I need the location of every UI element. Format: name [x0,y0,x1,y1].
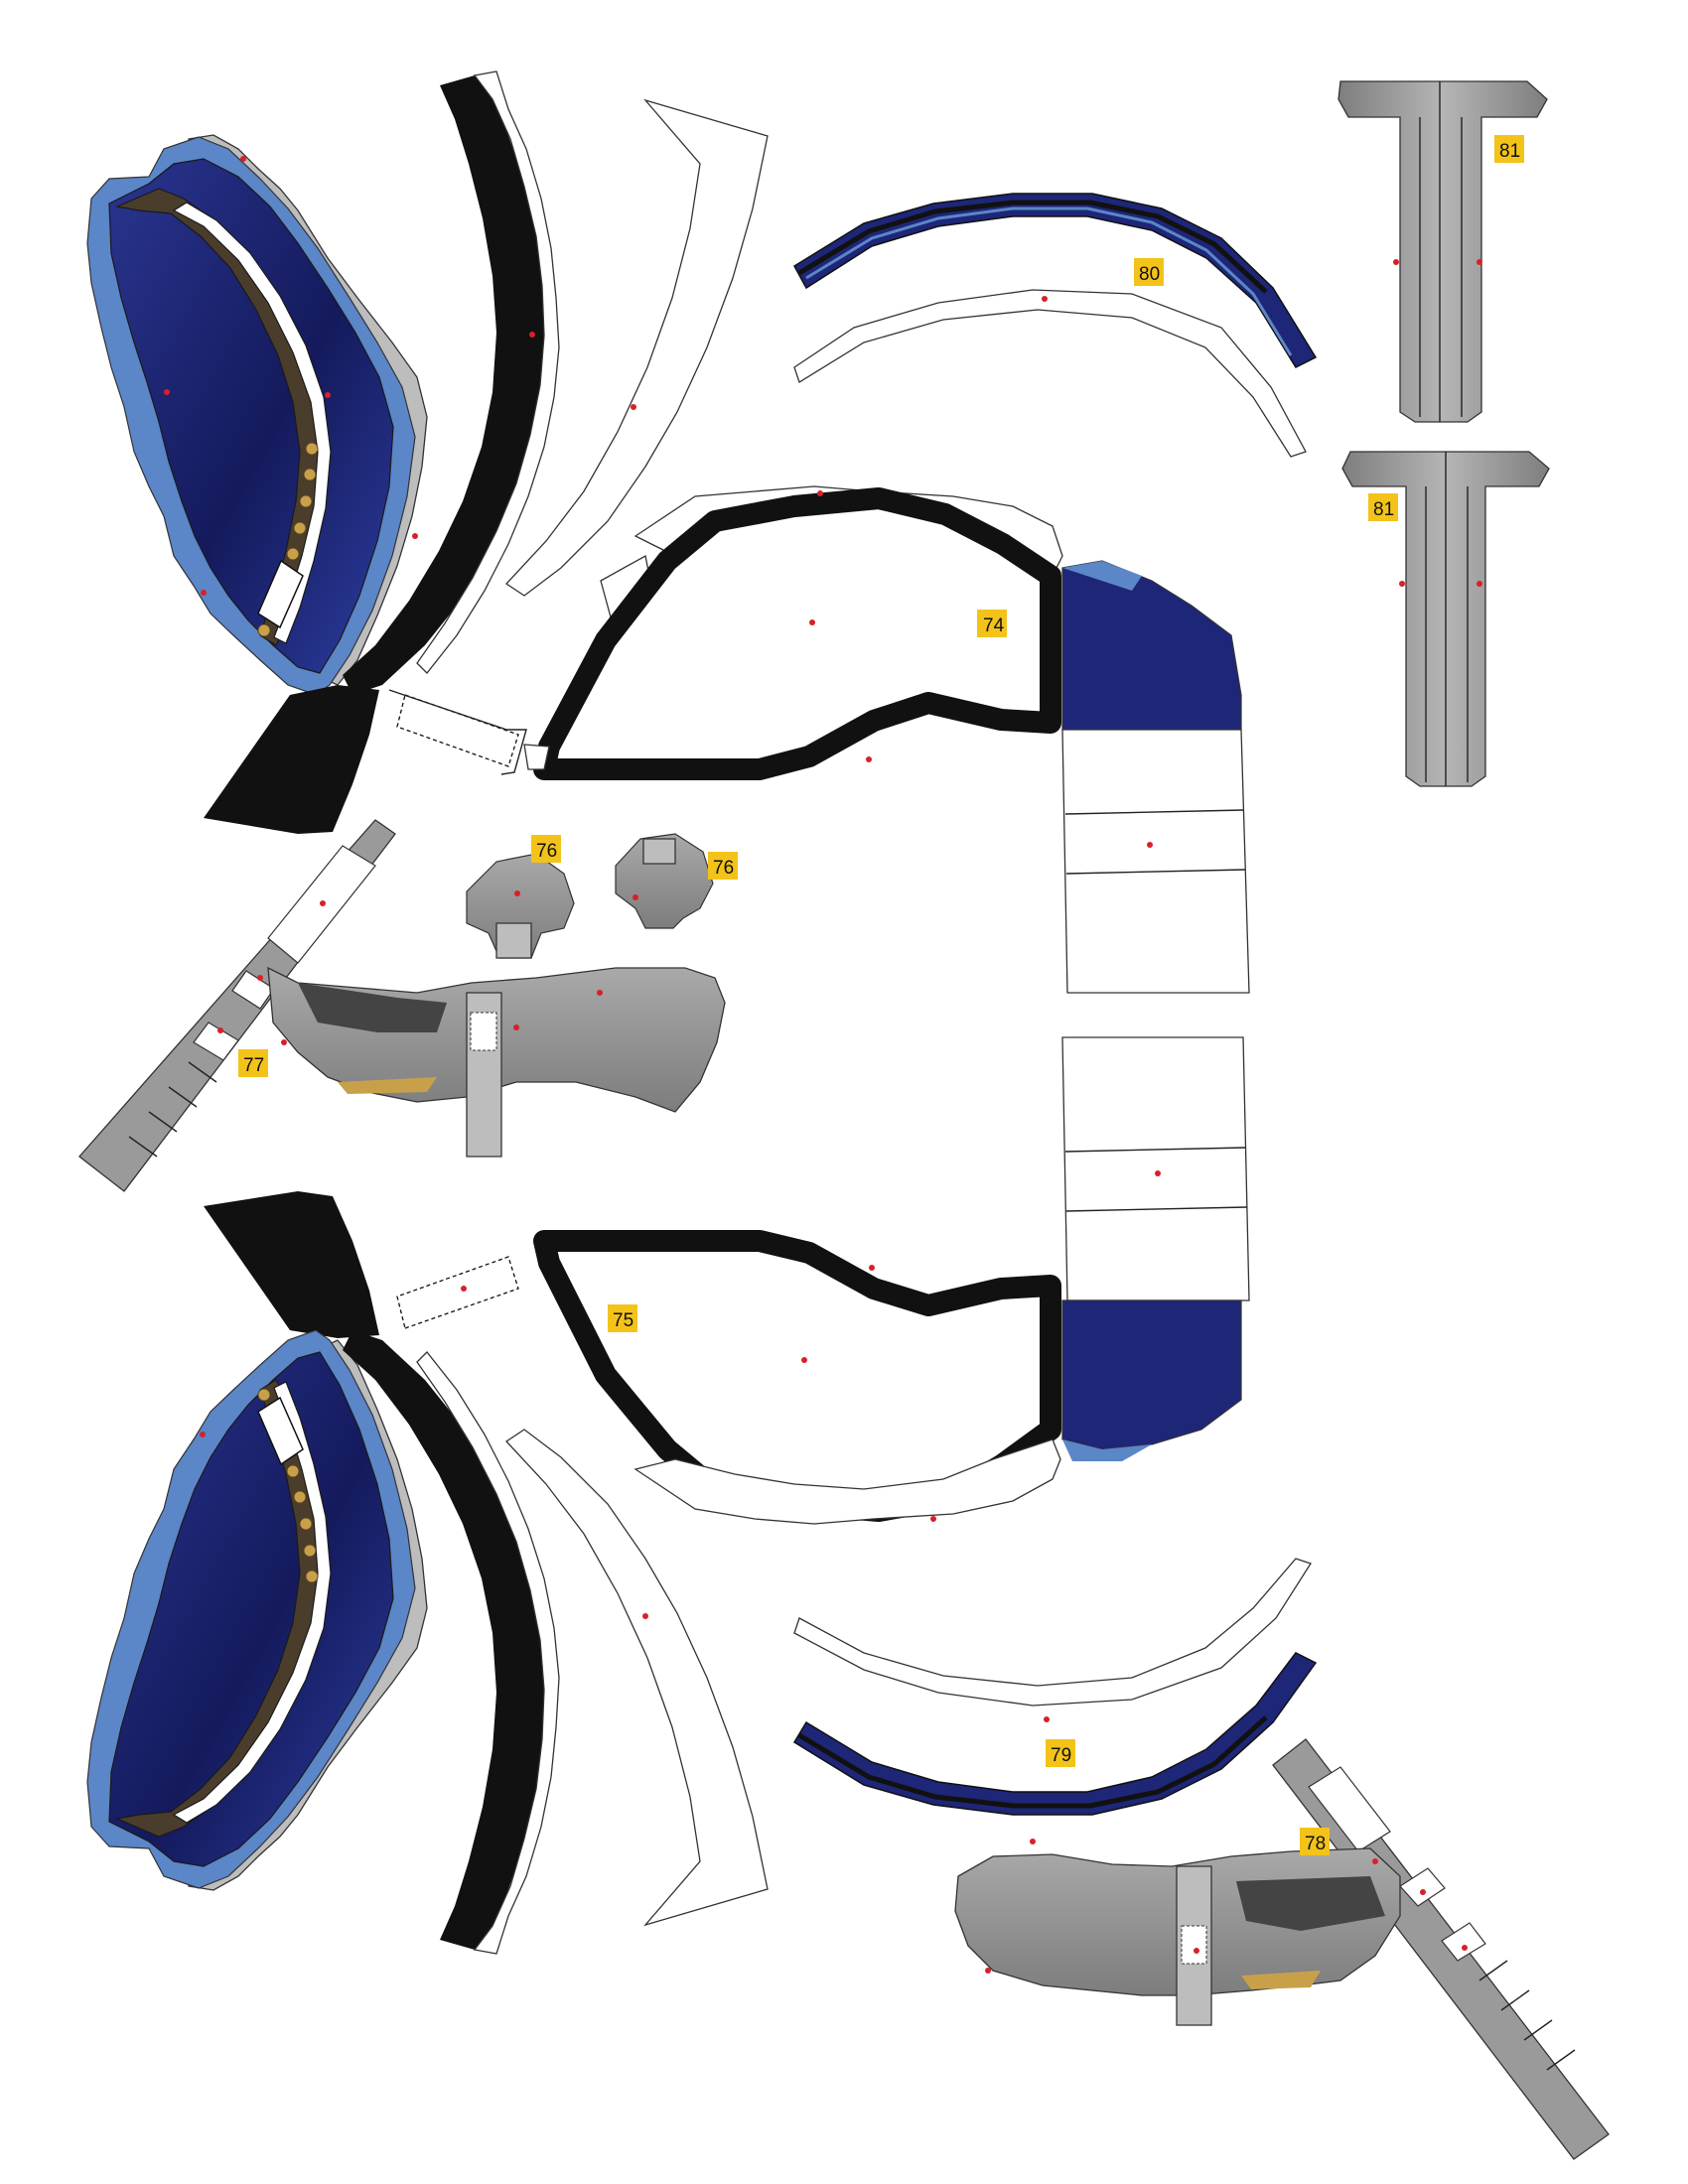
part-curved-strip-black-bottom [343,1330,560,1955]
part-81-bottom: 81 [1341,451,1550,787]
part-77: 77 [78,819,726,1192]
part-shell-bottom-left [86,1329,428,1891]
part-75: 75 [533,1036,1250,1525]
part-label-79: 79 [1051,1745,1071,1766]
part-shell-top-left [86,134,527,834]
part-80: 80 [793,193,1318,458]
part-78: 78 [954,1738,1610,2160]
part-81-top: 81 [1337,80,1548,423]
part-curved-strip-white-bottom [505,1429,769,1927]
part-76-left: 76 [466,835,575,959]
part-76-right: 76 [615,833,738,929]
rivet-row [257,442,319,637]
part-label-81b: 81 [1373,499,1394,520]
part-neck-bottom [204,1191,519,1338]
part-label-81a: 81 [1499,141,1520,162]
part-curved-strip-black-top [343,70,560,695]
part-label-75: 75 [613,1310,633,1331]
part-label-74: 74 [983,615,1005,636]
part-label-78: 78 [1305,1834,1326,1854]
part-label-80: 80 [1139,264,1160,285]
part-label-76a: 76 [536,841,557,862]
registration-markers [164,156,1482,1974]
part-label-77: 77 [243,1055,264,1076]
part-74: 74 [523,485,1250,994]
part-label-76b: 76 [713,858,734,879]
part-79: 79 [792,1558,1318,1816]
